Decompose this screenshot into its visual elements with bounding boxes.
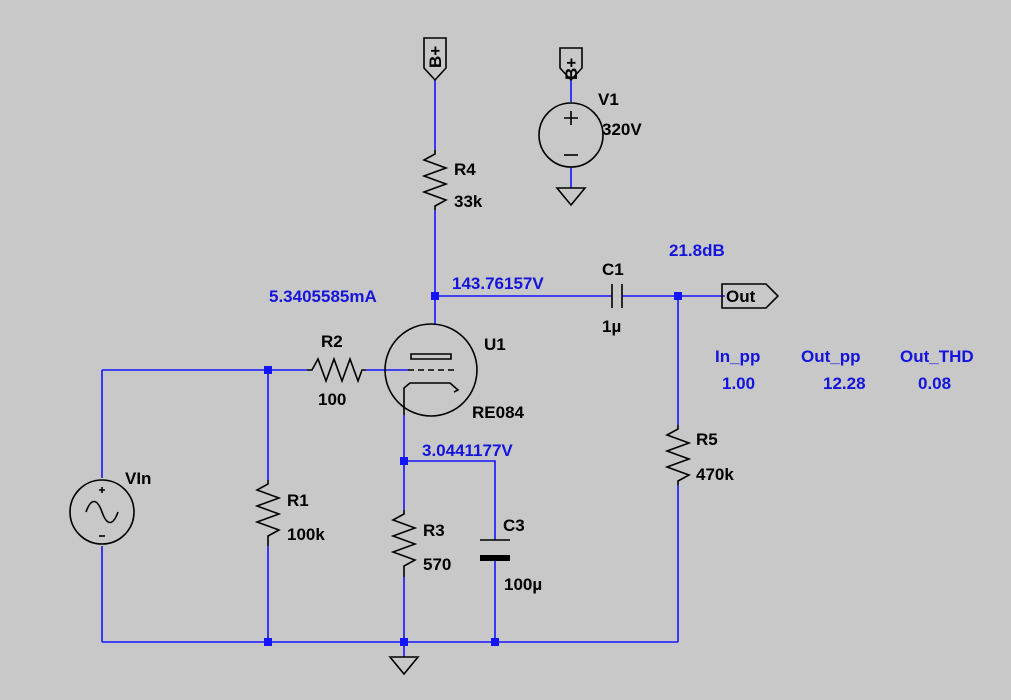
out-pp-value: 12.28 bbox=[823, 374, 866, 393]
bplus-flag-top[interactable]: B+ bbox=[423, 37, 447, 82]
resistor-r2[interactable] bbox=[307, 356, 366, 384]
r5-value: 470k bbox=[696, 465, 734, 484]
r2-ref: R2 bbox=[321, 332, 343, 351]
v1-value: 320V bbox=[602, 120, 642, 139]
r1-value: 100k bbox=[287, 525, 325, 544]
r4-value: 33k bbox=[454, 192, 483, 211]
u1-value: RE084 bbox=[472, 403, 525, 422]
c3-value: 100µ bbox=[504, 575, 542, 594]
out-thd-value: 0.08 bbox=[918, 374, 951, 393]
c1-ref: C1 bbox=[602, 260, 624, 279]
r4-ref: R4 bbox=[454, 160, 476, 179]
cathode-voltage-readout: 3.0441177V bbox=[422, 441, 513, 460]
in-pp-value: 1.00 bbox=[722, 374, 755, 393]
bplus-flag-v1[interactable]: B+ bbox=[559, 47, 583, 82]
in-pp-label: In_pp bbox=[715, 347, 760, 366]
resistor-r1[interactable] bbox=[254, 480, 282, 546]
capacitor-c3[interactable] bbox=[480, 539, 510, 561]
gain-readout: 21.8dB bbox=[669, 241, 725, 260]
plate-current-readout: 5.3405585mA bbox=[269, 287, 377, 306]
ground-symbol-main bbox=[388, 656, 420, 676]
capacitor-c1[interactable] bbox=[611, 284, 623, 308]
r2-value: 100 bbox=[318, 390, 346, 409]
tube-u1[interactable] bbox=[384, 323, 478, 417]
signal-source-vin[interactable] bbox=[69, 479, 135, 545]
u1-ref: U1 bbox=[484, 335, 506, 354]
c1-value: 1µ bbox=[602, 317, 621, 336]
out-pp-label: Out_pp bbox=[801, 347, 861, 366]
wires bbox=[101, 80, 725, 657]
voltage-source-v1[interactable] bbox=[538, 102, 604, 168]
resistor-r4[interactable] bbox=[421, 150, 449, 210]
out-thd-label: Out_THD bbox=[900, 347, 974, 366]
r3-value: 570 bbox=[423, 555, 451, 574]
ground-symbol-v1 bbox=[555, 187, 587, 207]
resistor-r5[interactable] bbox=[664, 425, 692, 485]
resistor-r3[interactable] bbox=[390, 510, 418, 577]
out-flag-label: Out bbox=[726, 287, 756, 306]
out-flag[interactable]: Out bbox=[721, 283, 780, 309]
plate-voltage-readout: 143.76157V bbox=[452, 274, 544, 293]
bplus-flag-top-label: B+ bbox=[426, 46, 445, 68]
r3-ref: R3 bbox=[423, 521, 445, 540]
c3-ref: C3 bbox=[503, 516, 525, 535]
vin-ref: VIn bbox=[125, 469, 151, 488]
r5-ref: R5 bbox=[696, 430, 718, 449]
junction-dots bbox=[264, 292, 682, 646]
measurement-table: In_pp 1.00 Out_pp 12.28 Out_THD 0.08 bbox=[715, 347, 974, 393]
r1-ref: R1 bbox=[287, 491, 309, 510]
bplus-flag-v1-label: B+ bbox=[562, 58, 581, 80]
v1-ref: V1 bbox=[598, 90, 619, 109]
